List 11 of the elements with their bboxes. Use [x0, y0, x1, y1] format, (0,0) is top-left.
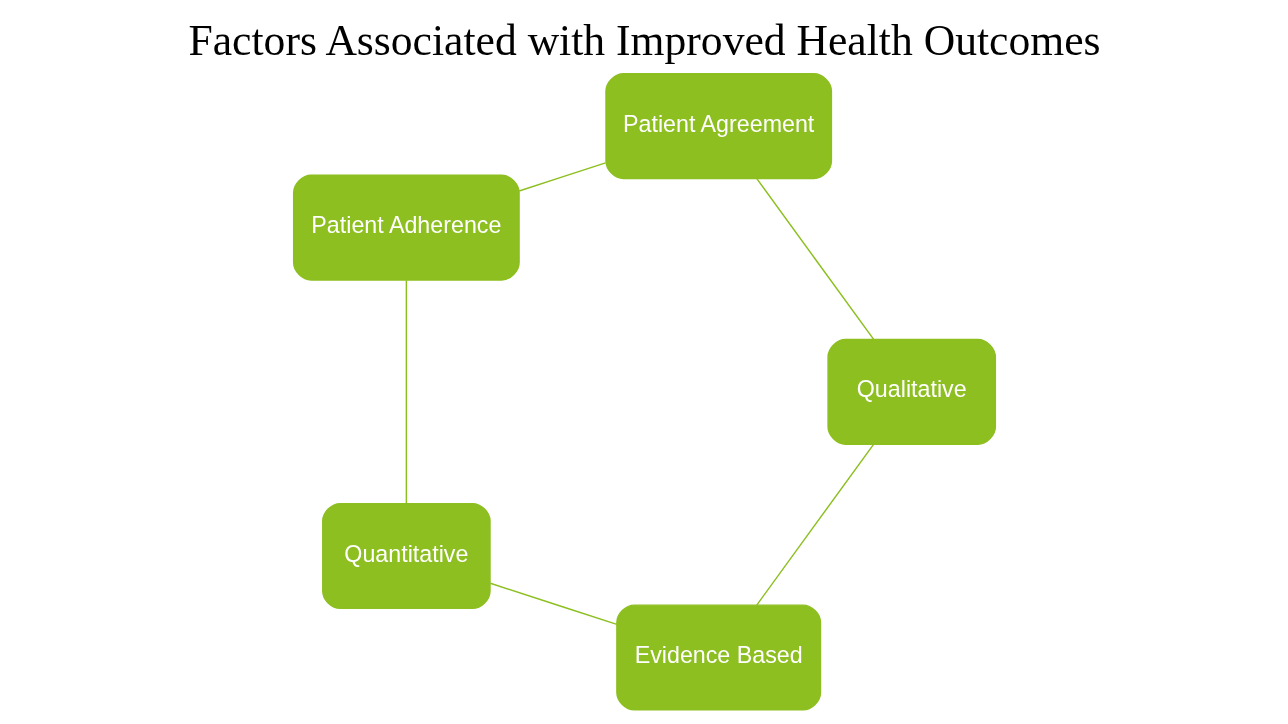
connector	[489, 582, 618, 626]
connector	[755, 443, 874, 606]
node-box: Evidence Based	[615, 604, 821, 711]
diagram-title: Factors Associated with Improved Health Outcomes	[188, 15, 1100, 64]
connector	[755, 177, 874, 341]
node-box: Quantitative	[321, 502, 491, 610]
node-box: Patient Adherence	[292, 174, 520, 281]
node-box: Qualitative	[826, 338, 996, 445]
connector	[405, 279, 407, 505]
connector	[517, 162, 606, 192]
node-box: Patient Agreement	[604, 73, 832, 180]
